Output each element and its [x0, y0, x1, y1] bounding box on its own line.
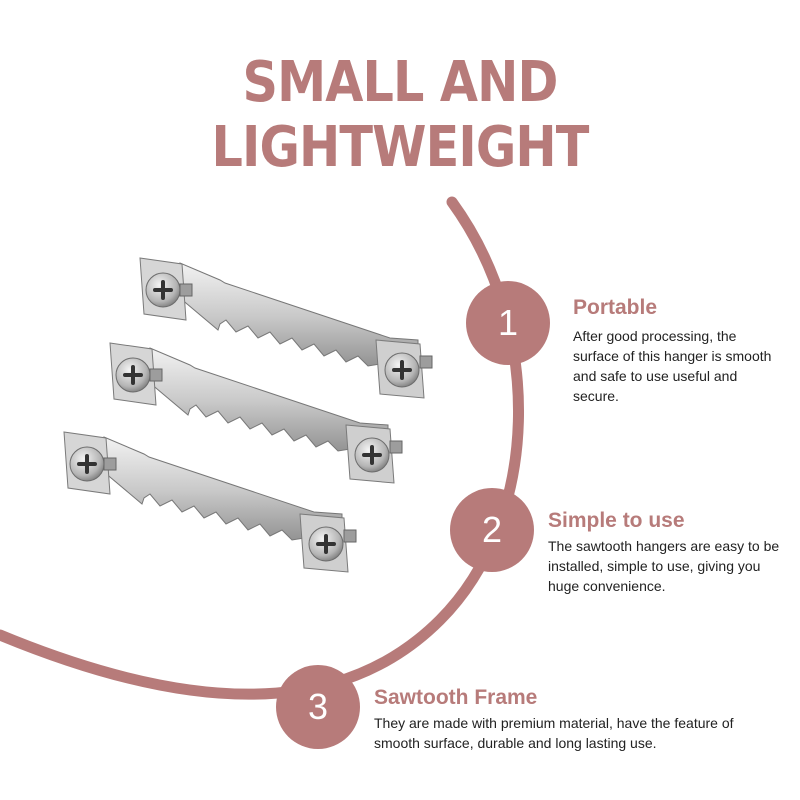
feature-number-1: 1 — [466, 281, 550, 365]
page-title: SMALL AND LIGHTWEIGHT — [211, 50, 589, 180]
feature-number-2: 2 — [450, 488, 534, 572]
hanger-bottom — [62, 430, 358, 574]
feature-number-3: 3 — [276, 665, 360, 749]
feature-desc-portable: After good processing, the surface of th… — [573, 328, 772, 404]
feature-title-sawtooth: Sawtooth Frame — [374, 686, 538, 709]
feature-title-portable: Portable — [573, 296, 658, 319]
feature-desc-simple: The sawtooth hangers are easy to be inst… — [548, 538, 780, 594]
feature-title-simple: Simple to use — [548, 509, 685, 532]
feature-desc-sawtooth: They are made with premium material, hav… — [374, 715, 734, 751]
